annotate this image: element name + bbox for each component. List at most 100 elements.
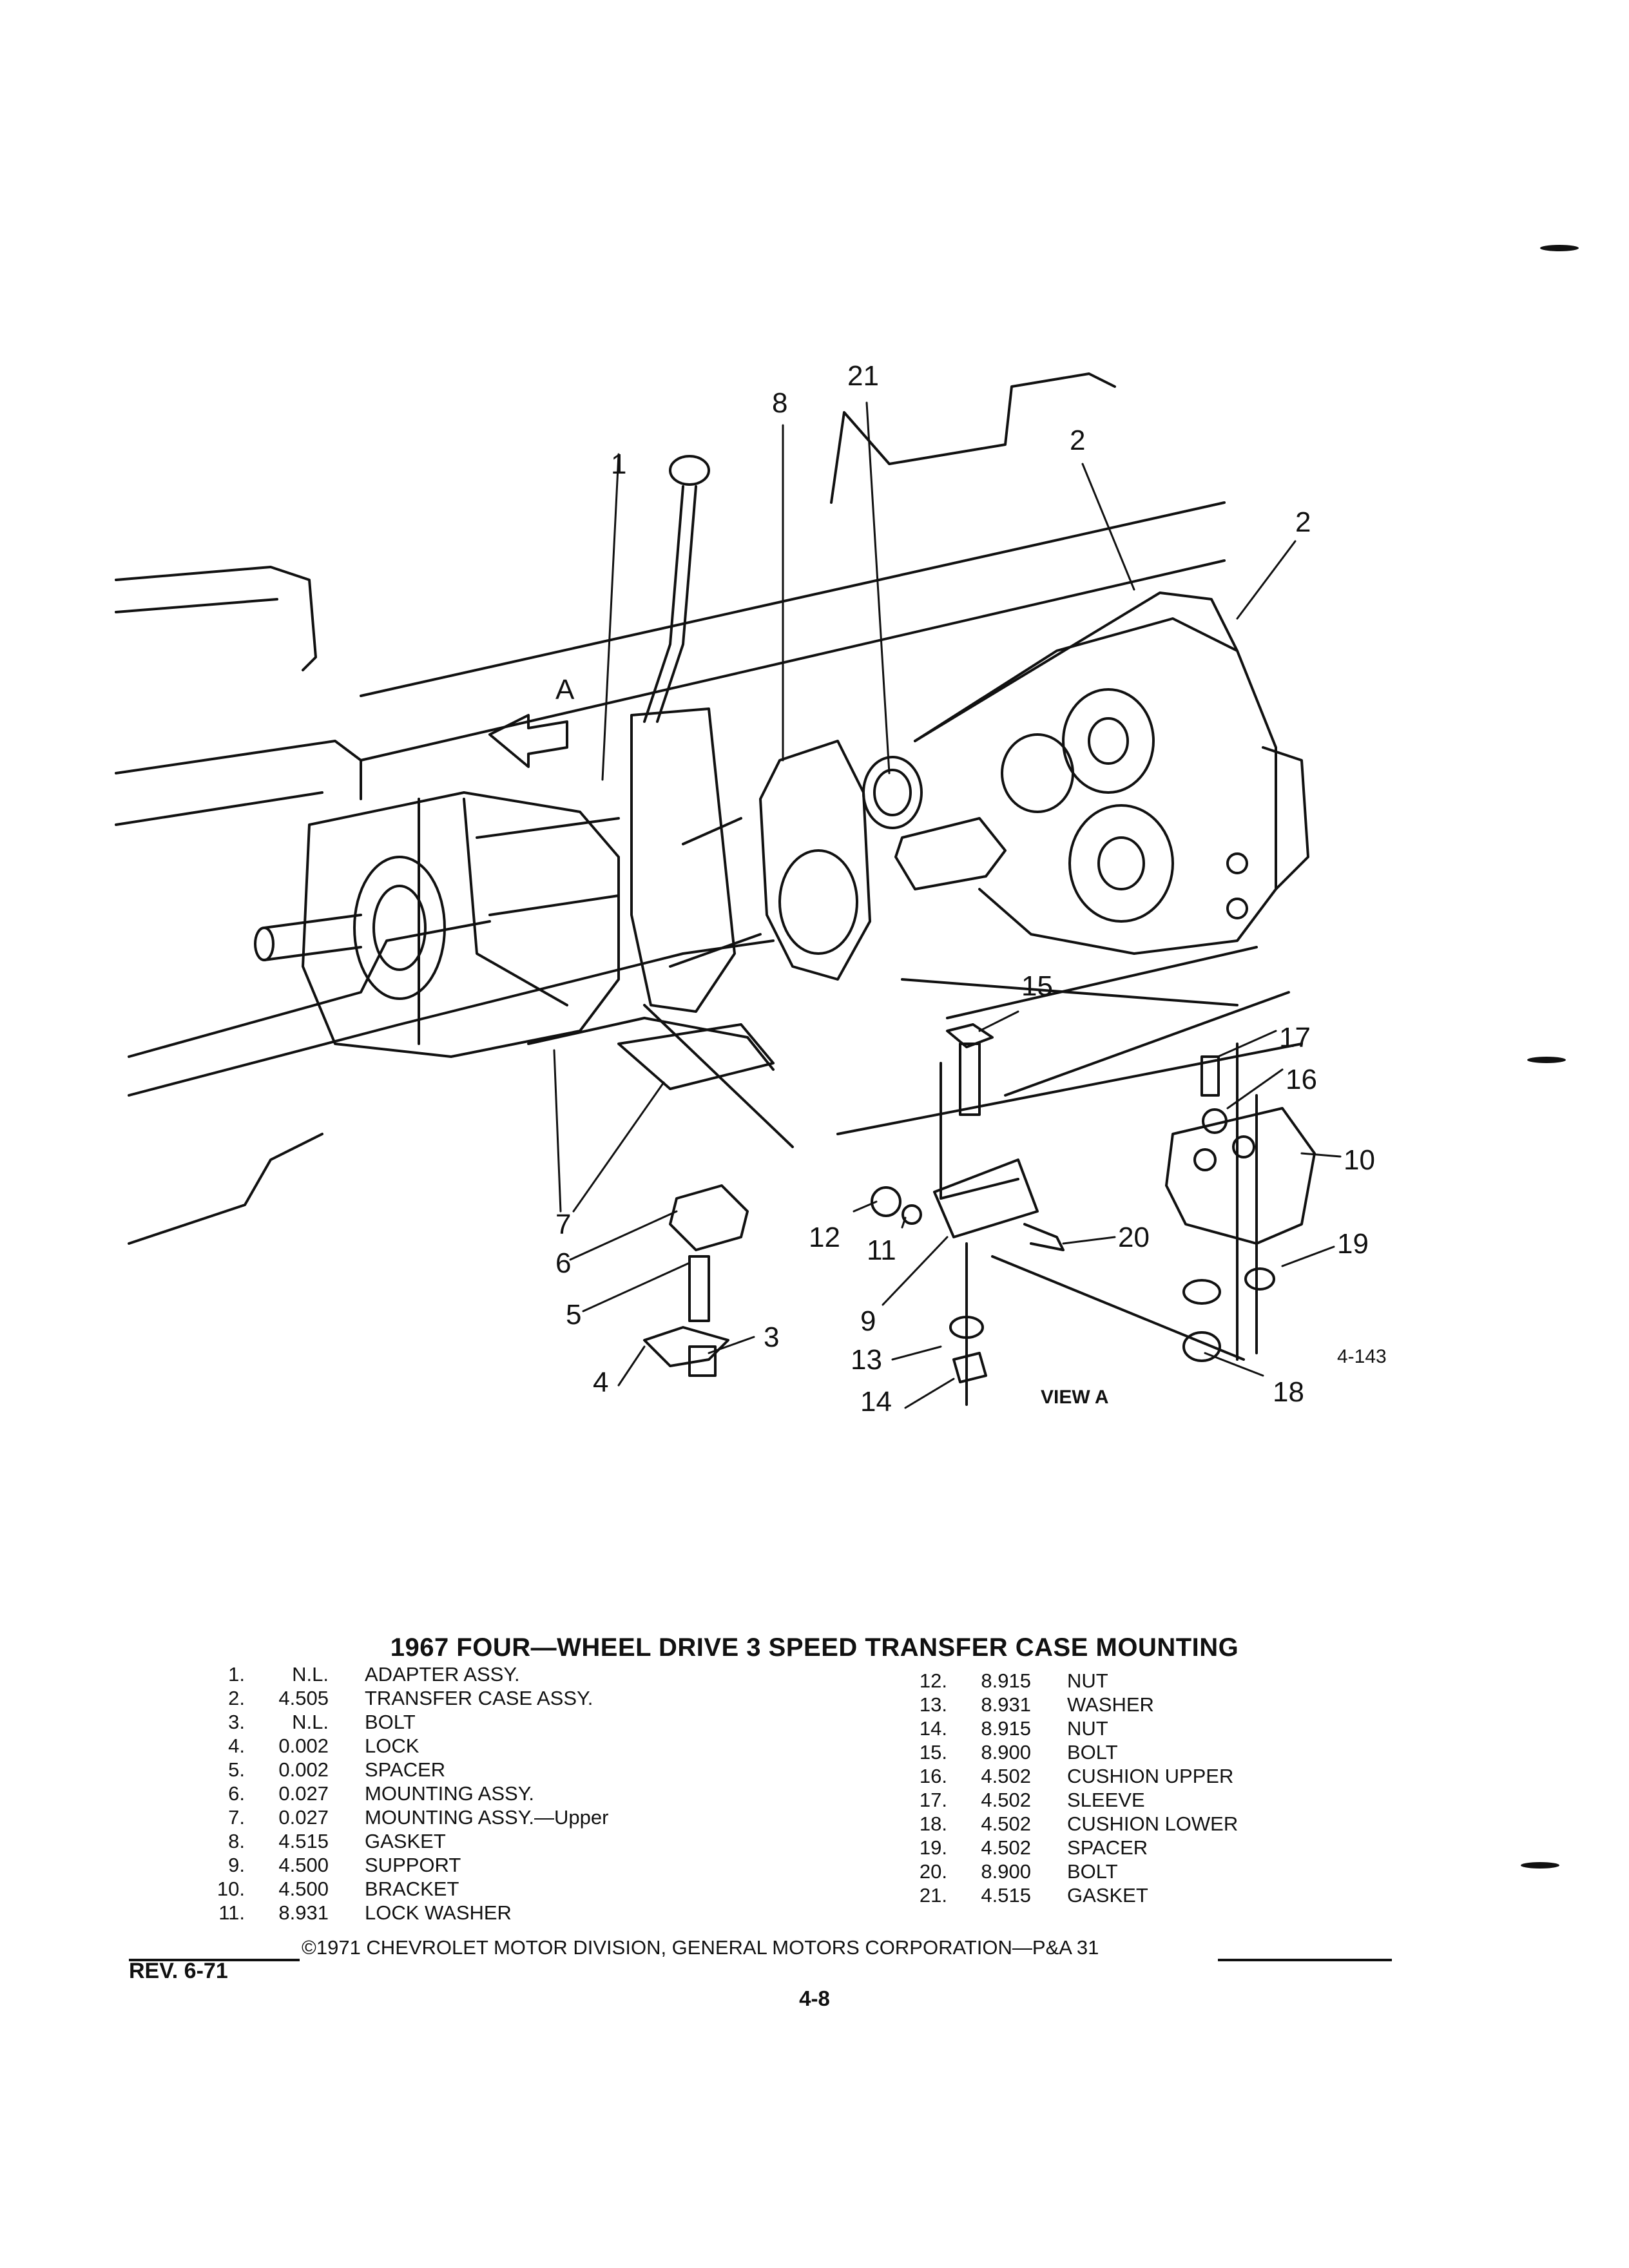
part-num: 19. <box>919 1836 947 1859</box>
callout-9: 9 <box>860 1305 876 1337</box>
shift-lever-drawing <box>630 455 762 1013</box>
part-code: 8.931 <box>278 1901 329 1924</box>
part-name: GASKET <box>365 1830 446 1852</box>
part-name: GASKET <box>1067 1884 1148 1907</box>
part-num: 2. <box>228 1687 245 1709</box>
part-name: BRACKET <box>365 1878 459 1900</box>
callout-13: 13 <box>851 1344 882 1376</box>
part-code: 8.915 <box>981 1717 1031 1740</box>
gasket-drawing <box>759 740 871 981</box>
part-name: ADAPTER ASSY. <box>365 1663 520 1686</box>
part-num: 17. <box>919 1789 947 1811</box>
callout-16: 16 <box>1286 1064 1317 1095</box>
diagram-svg: 21 8 1 2 2 A 15 17 16 10 19 20 12 11 9 7… <box>115 360 1387 1418</box>
part-num: 7. <box>228 1806 245 1829</box>
callout-3: 3 <box>764 1321 779 1353</box>
part-row: 9. 4.500 SUPPORT <box>193 1853 608 1877</box>
part-num: 15. <box>919 1741 947 1763</box>
part-row: 14. 8.915 NUT <box>896 1716 1238 1740</box>
part-num: 5. <box>228 1758 245 1781</box>
part-num: 18. <box>919 1812 947 1835</box>
part-code: 8.900 <box>981 1741 1031 1763</box>
part-row: 20. 8.900 BOLT <box>896 1860 1238 1883</box>
callout-1: 1 <box>611 448 626 480</box>
part-code: 4.502 <box>981 1765 1031 1787</box>
part-row: 21. 4.515 GASKET <box>896 1883 1238 1907</box>
callout-14: 14 <box>860 1386 892 1418</box>
callout-18: 18 <box>1273 1376 1304 1408</box>
part-code: N.L. <box>292 1663 329 1686</box>
callout-8: 8 <box>772 387 787 419</box>
view-a-arrow <box>488 714 568 768</box>
part-num: 6. <box>228 1782 245 1805</box>
part-row: 16. 4.502 CUSHION UPPER <box>896 1764 1238 1788</box>
part-num: 4. <box>228 1735 245 1757</box>
part-code: 0.002 <box>278 1758 329 1781</box>
part-code: 4.502 <box>981 1812 1031 1835</box>
callout-2b: 2 <box>1295 506 1311 538</box>
callout-7: 7 <box>555 1209 571 1240</box>
exploded-parts-diagram: 21 8 1 2 2 A 15 17 16 10 19 20 12 11 9 7… <box>115 360 1387 1418</box>
part-num: 9. <box>228 1854 245 1876</box>
part-name: BOLT <box>1067 1860 1118 1883</box>
callout-11: 11 <box>867 1235 896 1266</box>
part-num: 13. <box>919 1693 947 1716</box>
frame-outline <box>115 372 1226 1245</box>
callout-21: 21 <box>847 360 879 392</box>
binding-mark <box>1540 245 1579 251</box>
callout-2a: 2 <box>1070 425 1085 456</box>
callout-19: 19 <box>1337 1228 1369 1260</box>
revision-label: REV. 6-71 <box>129 1959 228 1983</box>
callout-labels: 21 8 1 2 2 A 15 17 16 10 19 20 12 11 9 7… <box>555 360 1387 1418</box>
part-code: 0.027 <box>278 1782 329 1805</box>
part-num: 20. <box>919 1860 947 1883</box>
page-number: 4-8 <box>799 1986 830 2010</box>
part-num: 16. <box>919 1765 947 1787</box>
copyright-line: ©1971 CHEVROLET MOTOR DIVISION, GENERAL … <box>302 1936 1099 1959</box>
part-name: SPACER <box>365 1758 446 1781</box>
part-name: NUT <box>1067 1717 1108 1740</box>
part-num: 21. <box>919 1884 947 1907</box>
figure-title: 1967 FOUR—WHEEL DRIVE 3 SPEED TRANSFER C… <box>390 1633 1239 1662</box>
part-code: 8.900 <box>981 1860 1031 1883</box>
part-name: MOUNTING ASSY.—Upper <box>365 1806 609 1829</box>
callout-17: 17 <box>1279 1022 1311 1053</box>
part-code: 4.500 <box>278 1854 329 1876</box>
part-name: TRANSFER CASE ASSY. <box>365 1687 593 1709</box>
view-a-label: VIEW A <box>1041 1387 1109 1408</box>
gasket-21-drawing <box>862 756 1007 890</box>
binding-mark <box>1527 1057 1566 1063</box>
callout-5: 5 <box>566 1299 581 1331</box>
lower-mount-drawing <box>617 1023 775 1377</box>
part-name: CUSHION UPPER <box>1067 1765 1234 1787</box>
binding-mark <box>1521 1862 1559 1869</box>
part-name: SLEEVE <box>1067 1789 1145 1811</box>
part-code: 0.027 <box>278 1806 329 1829</box>
part-row: 7. 0.027 MOUNTING ASSY.—Upper <box>193 1805 608 1829</box>
part-num: 14. <box>919 1717 947 1740</box>
callout-12: 12 <box>809 1222 840 1253</box>
figure-code: 4-143 <box>1337 1346 1387 1367</box>
adapter-assembly-drawing <box>254 791 775 1071</box>
part-name: BOLT <box>365 1711 416 1733</box>
part-num: 12. <box>919 1669 947 1692</box>
part-name: LOCK <box>365 1735 419 1757</box>
part-code: 4.515 <box>981 1884 1031 1907</box>
part-name: SUPPORT <box>365 1854 461 1876</box>
part-num: 1. <box>228 1663 245 1686</box>
part-code: 4.502 <box>981 1836 1031 1859</box>
part-name: NUT <box>1067 1669 1108 1692</box>
part-code: 4.502 <box>981 1789 1031 1811</box>
